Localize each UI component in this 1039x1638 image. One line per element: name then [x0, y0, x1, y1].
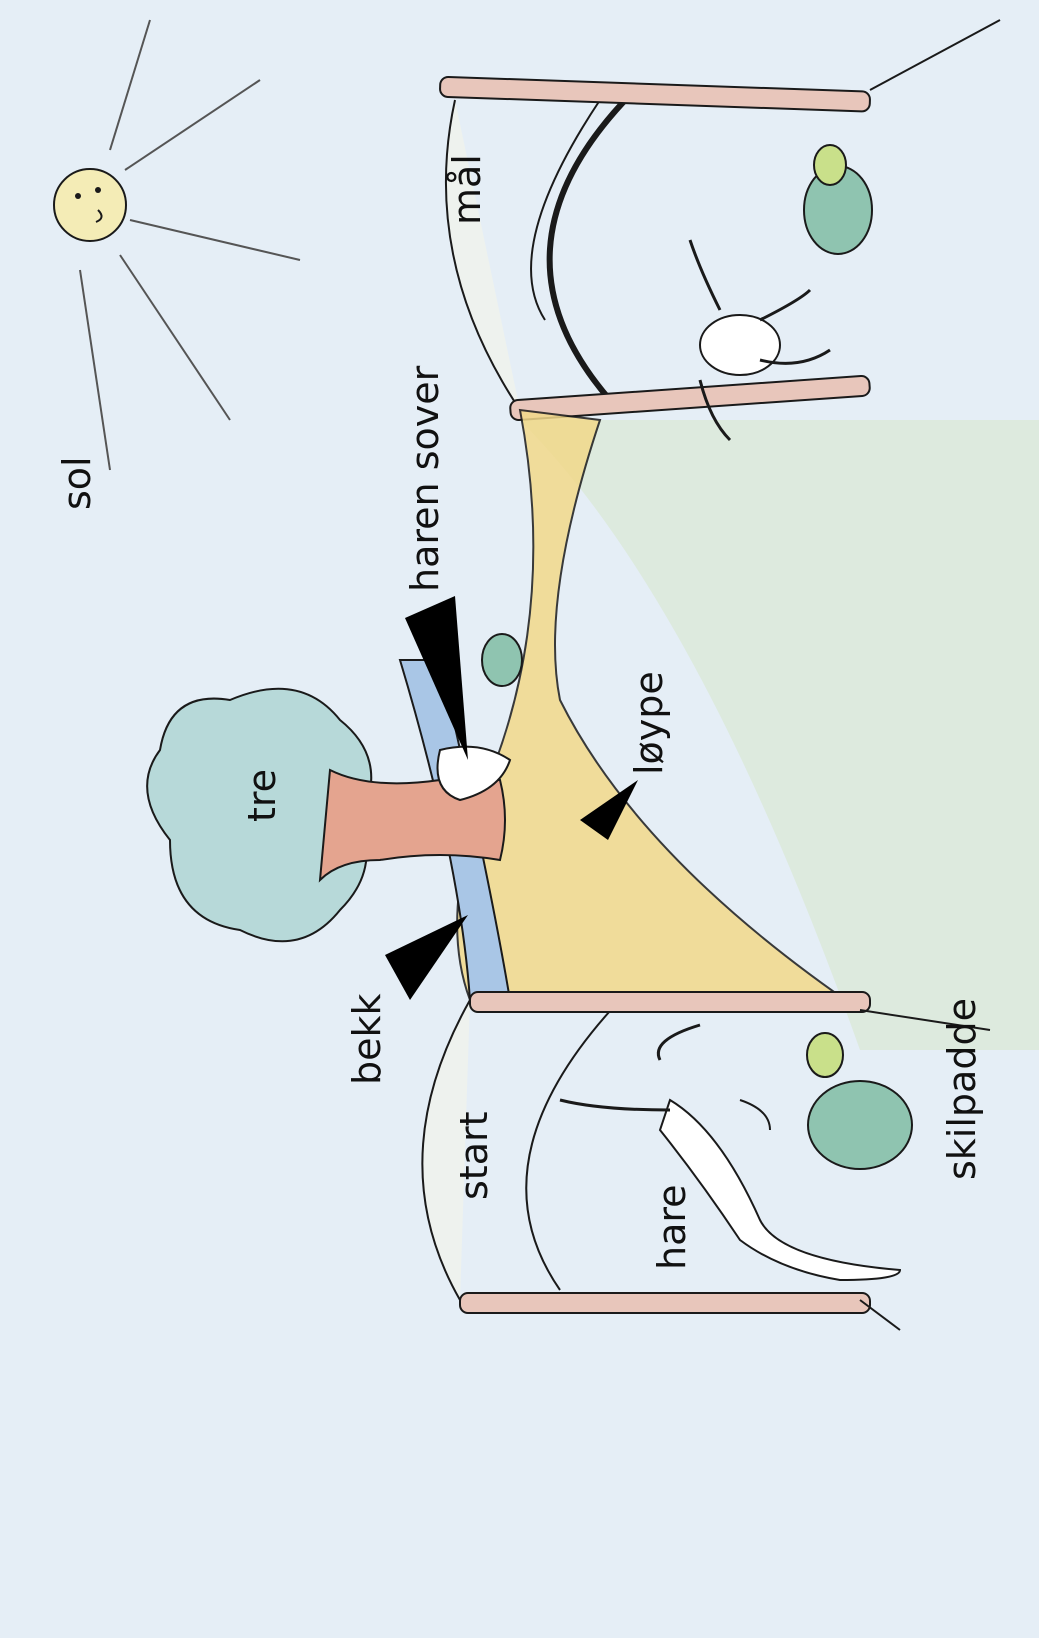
label-track: løype	[627, 671, 671, 775]
label-start: start	[452, 1111, 496, 1200]
label-tortoise: skilpadde	[940, 998, 984, 1180]
label-tree: tre	[240, 769, 284, 822]
label-creek: bekk	[345, 993, 389, 1085]
start-post-left	[470, 992, 870, 1012]
tortoise-track	[482, 634, 522, 686]
label-hare-sleeps: haren sover	[403, 365, 447, 592]
start-post-right	[460, 1293, 870, 1313]
sun-face	[54, 169, 126, 241]
label-finish: mål	[445, 154, 489, 225]
label-sun: sol	[55, 456, 99, 510]
label-hare: hare	[650, 1184, 694, 1270]
